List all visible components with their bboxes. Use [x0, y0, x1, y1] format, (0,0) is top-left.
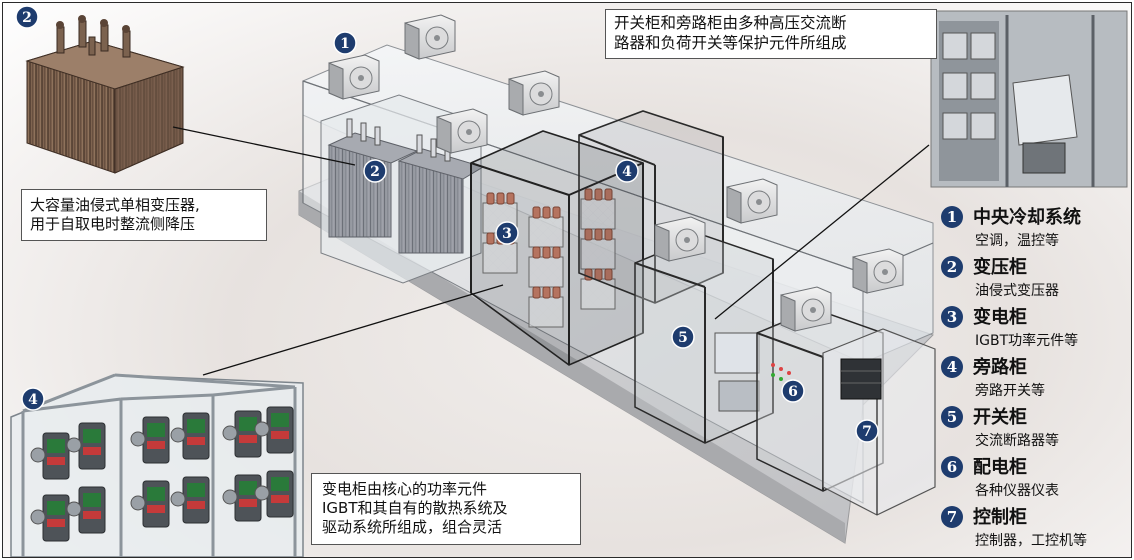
- marker-label: 3: [502, 226, 512, 242]
- marker-switchgear: 5: [671, 325, 695, 349]
- marker-label: 6: [788, 384, 798, 400]
- legend-item-bypass: 4 旁路柜 旁路开关等: [939, 353, 1131, 403]
- legend-item-cooling: 1 中央冷却系统 空调，温控等: [939, 203, 1131, 253]
- bypass-switch-module: [30, 432, 70, 480]
- marker-distribution: 6: [781, 379, 805, 403]
- legend-item-control: 7 控制柜 控制器，工控机等: [939, 503, 1131, 553]
- legend-title: 配电柜: [973, 457, 1027, 478]
- legend-title: 变电柜: [973, 307, 1027, 328]
- legend-item-switchgear: 5 开关柜 交流断路器等: [939, 403, 1131, 453]
- ac-unit: [404, 14, 456, 60]
- switchgear-cabinet: [634, 234, 774, 444]
- inset-switchgear-image: [930, 10, 1128, 188]
- marker-inset-bypass: 4: [21, 387, 45, 411]
- legend-number: 1: [941, 206, 963, 228]
- legend-title: 旁路柜: [973, 357, 1027, 378]
- callout-line: 开关柜和旁路柜由多种高压交流断: [614, 14, 847, 32]
- bypass-switch-module: [30, 494, 70, 542]
- marker-cooling: 1: [333, 31, 357, 55]
- transformer-cabinet: [320, 94, 485, 284]
- marker-label: 2: [370, 164, 380, 180]
- igbt-module-stack: [482, 188, 616, 328]
- callout-line: 驱动系统所组成，组合灵活: [322, 518, 503, 537]
- marker-label: 2: [22, 10, 32, 26]
- callout-line: 大容量油侵式单相变压器,: [30, 196, 200, 214]
- bypass-switch-module: [254, 406, 294, 454]
- legend-desc: 空调，温控等: [975, 233, 1059, 249]
- legend-number: 2: [941, 256, 963, 278]
- ac-unit: [436, 108, 488, 154]
- marker-label: 5: [678, 330, 688, 346]
- legend-title: 开关柜: [973, 407, 1027, 428]
- legend-item-transformer: 2 变压柜 油侵式变压器: [939, 253, 1131, 303]
- legend: 1 中央冷却系统 空调，温控等 2 变压柜 油侵式变压器 3 变电柜 IGBT功…: [939, 203, 1131, 553]
- marker-bypass: 4: [615, 159, 639, 183]
- legend-number: 6: [941, 456, 963, 478]
- bypass-switch-module: [254, 470, 294, 518]
- marker-label: 4: [622, 164, 632, 180]
- legend-desc: 旁路开关等: [975, 383, 1045, 399]
- ac-unit: [508, 70, 560, 116]
- bypass-switch-module: [130, 416, 170, 464]
- cooling-ac-units: [328, 14, 904, 332]
- inset-bypass-cabinet-image: [10, 373, 304, 557]
- marker-label: 4: [28, 392, 38, 408]
- container-illustration: 2 4 1 2 3 4 5 6: [10, 5, 1128, 557]
- marker-control: 7: [855, 419, 879, 443]
- leader-line-transformer: [172, 126, 356, 166]
- marker-converter: 3: [495, 221, 519, 245]
- bypass-switch-module: [222, 410, 262, 458]
- igbt-module: [528, 286, 564, 328]
- legend-number: 5: [941, 406, 963, 428]
- callout-line: 用于自取电时整流侧降压: [30, 215, 196, 234]
- ac-unit: [780, 286, 832, 332]
- marker-label: 1: [340, 36, 350, 52]
- legend-number: 7: [941, 506, 963, 528]
- legend-desc: 各种仪器仪表: [975, 483, 1059, 499]
- legend-desc: 交流断路器等: [975, 433, 1059, 449]
- leader-lines: [172, 126, 930, 376]
- marker-label: 7: [862, 424, 872, 440]
- inset-transformer-image: [25, 15, 185, 174]
- marker-inset-transformer: 2: [15, 5, 39, 29]
- igbt-module: [528, 246, 564, 288]
- control-cabinet: [822, 328, 936, 516]
- bypass-switch-module: [66, 486, 106, 534]
- callout-line: IGBT和其自有的散热系统及: [322, 499, 508, 518]
- legend-item-distribution: 6 配电柜 各种仪器仪表: [939, 453, 1131, 503]
- legend-desc: IGBT功率元件等: [975, 333, 1079, 349]
- igbt-module: [528, 206, 564, 248]
- legend-number: 4: [941, 356, 963, 378]
- bypass-switch-module: [170, 412, 210, 460]
- legend-item-converter: 3 变电柜 IGBT功率元件等: [939, 303, 1131, 353]
- legend-desc: 油侵式变压器: [975, 283, 1059, 299]
- marker-transformer: 2: [363, 159, 387, 183]
- callout-line: 路器和负荷开关等保护元件所组成: [614, 33, 847, 52]
- legend-desc: 控制器，工控机等: [975, 533, 1087, 549]
- leader-line-switchgear: [714, 144, 930, 320]
- legend-title: 中央冷却系统: [973, 207, 1081, 228]
- igbt-module: [580, 268, 616, 310]
- igbt-module: [580, 228, 616, 270]
- igbt-module: [580, 188, 616, 230]
- leader-line-converter: [202, 284, 504, 376]
- legend-number: 3: [941, 306, 963, 328]
- callout-converter: 变电柜由核心的功率元件 IGBT和其自有的散热系统及 驱动系统所组成，组合灵活: [311, 473, 581, 545]
- ac-unit: [654, 216, 706, 262]
- callout-transformer: 大容量油侵式单相变压器, 用于自取电时整流侧降压: [21, 189, 267, 242]
- bypass-switch-module: [170, 476, 210, 524]
- legend-title: 变压柜: [973, 257, 1027, 278]
- callout-switchgear: 开关柜和旁路柜由多种高压交流断 路器和负荷开关等保护元件所组成: [605, 9, 937, 59]
- bypass-switch-module: [66, 422, 106, 470]
- ac-unit: [726, 178, 778, 224]
- ac-unit: [328, 54, 380, 100]
- ac-unit: [852, 248, 904, 294]
- legend-title: 控制柜: [973, 507, 1027, 528]
- callout-line: 变电柜由核心的功率元件: [322, 480, 488, 498]
- bypass-switch-module: [130, 480, 170, 528]
